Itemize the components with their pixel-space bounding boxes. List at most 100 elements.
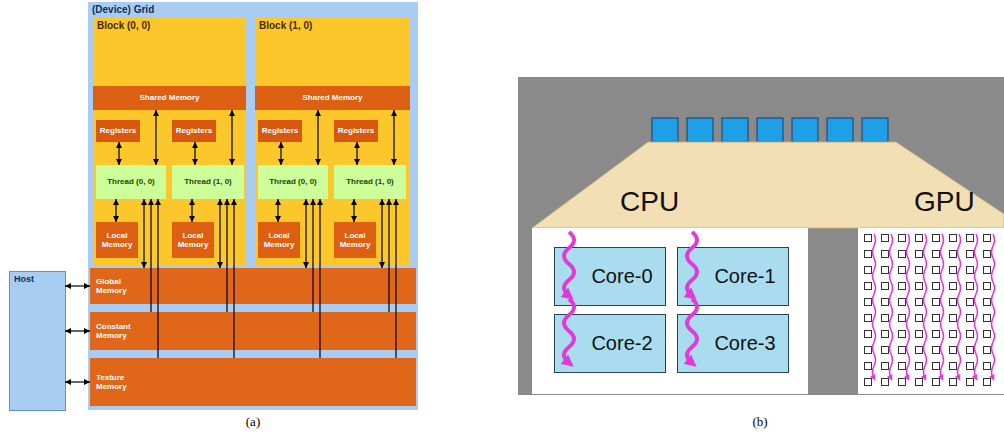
box-label: (Device) Grid — [92, 4, 414, 16]
connectors — [65, 110, 396, 382]
chip-pin — [862, 118, 888, 142]
memory-access-arrow — [233, 199, 234, 358]
memory-access-arrow — [319, 199, 320, 358]
box-label: Shared Memory — [139, 93, 199, 102]
memory-access-arrow — [353, 199, 354, 222]
chip-die-top — [532, 142, 1004, 228]
box-label: Block (0, 0) — [97, 20, 242, 32]
gpu-thread-arrow — [958, 234, 961, 378]
gpu-thread-arrow — [941, 234, 944, 378]
cpu-core: Core-1 — [678, 248, 788, 305]
chip-pin — [652, 118, 678, 142]
memory-access-arrow — [194, 142, 195, 165]
box-label: Core-0 — [591, 265, 652, 288]
memory-access-arrow — [65, 285, 90, 286]
memory-access-arrow — [150, 199, 151, 312]
gpu-thread-arrow — [907, 234, 910, 378]
chip-pin — [757, 118, 783, 142]
cpu-core: Core-3 — [678, 315, 788, 372]
cpu-core: Core-0 — [555, 248, 665, 305]
cpu-core: Core-2 — [555, 315, 665, 372]
thread-block: Block (0, 0) Shared MemoryRegisters Regist… — [93, 18, 246, 265]
memory-access-arrow — [277, 199, 278, 222]
box-label: Shared Memory — [302, 93, 362, 102]
local-memory-box: Local Memory — [334, 222, 376, 258]
panel-label-holder: (b) — [730, 414, 790, 429]
box-label: Constant Memory — [96, 322, 142, 340]
box-label: Core-3 — [714, 332, 775, 355]
memory-access-arrow — [312, 199, 313, 312]
registers-box: Registers — [96, 120, 140, 142]
box-label: Block (1, 0) — [259, 20, 406, 32]
memory-access-arrow — [226, 199, 227, 312]
box-label: Registers — [176, 126, 212, 135]
global-memory-bar: Global Memory — [90, 268, 416, 304]
panel-label: (a) — [246, 414, 260, 429]
registers-box: Registers — [172, 120, 216, 142]
memory-access-arrow — [191, 199, 192, 222]
box-label: Host — [14, 274, 61, 284]
box-label: Core-1 — [714, 265, 775, 288]
constant-memory-bar: Constant Memory — [90, 312, 416, 350]
cpu-thread-arrow — [564, 232, 574, 296]
gpu-thread-arrow — [975, 234, 978, 378]
shared-memory-box: Shared Memory — [93, 86, 246, 110]
thread-box: Thread (0, 0) — [96, 165, 166, 199]
cpu-thread-arrow — [687, 232, 697, 296]
box-label: Local Memory — [260, 231, 298, 249]
chip-pins — [652, 118, 888, 142]
box-label: Local Memory — [336, 231, 374, 249]
box-label: Thread (1, 0) — [346, 177, 394, 186]
box-label: Thread (0, 0) — [107, 177, 155, 186]
cpu-thread-arrow — [687, 299, 697, 363]
memory-access-arrow — [143, 199, 144, 268]
memory-access-arrow — [393, 110, 394, 165]
thread-block: Block (1, 0) Shared MemoryRegisters Regist… — [255, 18, 410, 265]
registers-box: Registers — [258, 120, 302, 142]
chip-pin — [792, 118, 818, 142]
memory-access-arrow — [381, 199, 382, 268]
box-label: Local Memory — [174, 231, 212, 249]
gpu-region: GPU — [858, 228, 1004, 394]
box-label: Thread (1, 0) — [184, 177, 232, 186]
memory-access-arrow — [388, 199, 389, 312]
cpu-threads — [564, 232, 697, 363]
box-label: Core-2 — [591, 332, 652, 355]
chip-pin — [687, 118, 713, 142]
memory-access-arrow — [231, 110, 232, 165]
memory-access-arrow — [305, 199, 306, 268]
thread-box: Thread (1, 0) — [334, 165, 406, 199]
box-label: Thread (0, 0) — [269, 177, 317, 186]
panel-label-holder: (a) — [223, 414, 283, 429]
box-label: Texture Memory — [96, 373, 142, 391]
memory-access-arrow — [280, 142, 281, 165]
chip-package — [518, 77, 1004, 395]
gpu-thread-arrow — [890, 234, 893, 378]
device-grid: (Device) GridBlock (0, 0) Shared MemoryRe… — [88, 2, 418, 410]
memory-access-arrow — [65, 330, 90, 331]
chip-pin — [722, 118, 748, 142]
gpu-thread-arrow — [924, 234, 927, 378]
cpu-region: CPUCore-0Core-1Core-2Core-3 — [532, 228, 808, 394]
chip-pin — [827, 118, 853, 142]
texture-memory-bar: Texture Memory — [90, 358, 416, 406]
box-label: GPU — [914, 186, 975, 218]
gpu-thread-arrow — [992, 234, 995, 378]
box-label: Registers — [338, 126, 374, 135]
memory-access-arrow — [317, 110, 318, 165]
memory-access-arrow — [356, 142, 357, 165]
thread-box: Thread (1, 0) — [172, 165, 244, 199]
shared-memory-box: Shared Memory — [255, 86, 410, 110]
box-label: Global Memory — [96, 277, 142, 295]
memory-access-arrow — [395, 199, 396, 358]
memory-access-arrow — [157, 199, 158, 358]
host-box: Host — [10, 272, 65, 410]
thread-box: Thread (0, 0) — [258, 165, 328, 199]
panel-label: (b) — [752, 414, 767, 429]
memory-access-arrow — [155, 110, 156, 165]
local-memory-box: Local Memory — [96, 222, 138, 258]
box-label: Local Memory — [98, 231, 136, 249]
registers-box: Registers — [334, 120, 378, 142]
box-label: Registers — [100, 126, 136, 135]
